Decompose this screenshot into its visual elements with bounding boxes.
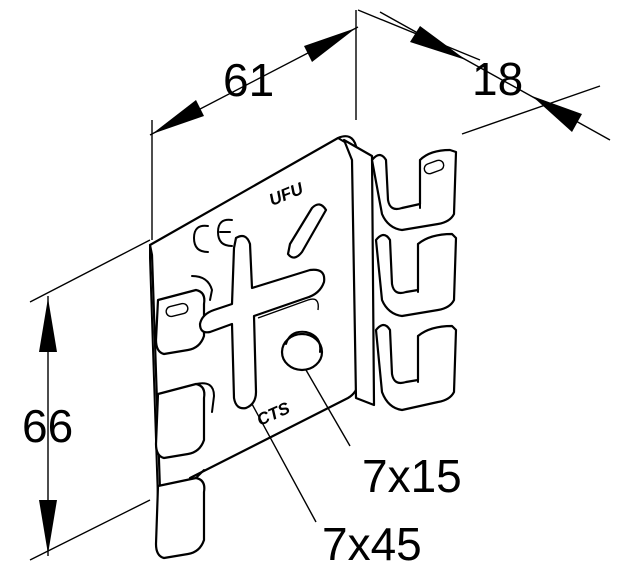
right-hooks (370, 148, 458, 412)
slot-top (286, 203, 328, 259)
arrowhead (152, 100, 204, 134)
cross-cutout (198, 234, 326, 410)
ce-mark (193, 218, 233, 253)
arrowhead (304, 28, 356, 62)
dimension-width: 61 (149, 10, 359, 240)
dimension-height-label: 66 (22, 400, 73, 452)
dimension-depth: 18 (357, 9, 611, 141)
arrowhead (532, 96, 582, 132)
round-hole (280, 330, 324, 372)
callout-round-hole: 7x15 (305, 369, 462, 502)
callout-long-slot: 7x45 (251, 403, 422, 570)
arrowhead (410, 26, 466, 60)
left-hooks (154, 275, 215, 560)
bracket-side-flange (342, 138, 376, 407)
callout-round-hole-label: 7x15 (362, 450, 462, 502)
dimension-depth-label: 18 (472, 53, 523, 105)
dimension-width-label: 61 (223, 54, 274, 106)
arrowhead (39, 298, 57, 352)
wall-bracket: UFU CTS (148, 135, 458, 560)
dimension-height: 66 (22, 239, 151, 561)
callout-long-slot-label: 7x45 (322, 518, 422, 570)
arrowhead (39, 500, 57, 554)
